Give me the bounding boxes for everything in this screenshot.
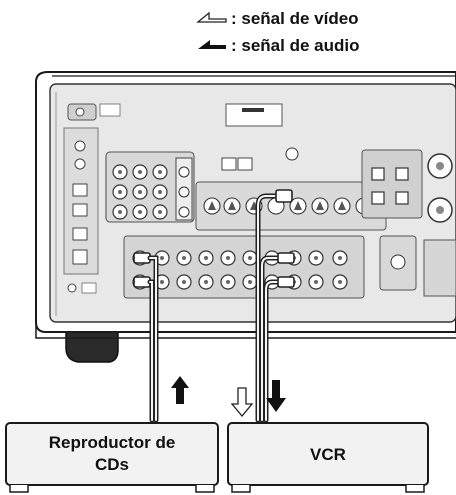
vcr-audio-cable xyxy=(259,252,295,423)
vcr-label: VCR xyxy=(310,445,346,464)
cd-player-label-line2: CDs xyxy=(95,455,129,474)
outline-arrow-icon xyxy=(196,11,227,23)
cd-audio-cable xyxy=(133,252,159,423)
vcr-audio-arrow-icon xyxy=(266,380,286,412)
filled-arrow-icon xyxy=(198,40,226,49)
vcr-device: VCR xyxy=(227,422,429,493)
receiver-back-panel xyxy=(35,71,456,363)
video-signal-legend: : señal de vídeo xyxy=(231,9,359,28)
vcr-video-cable xyxy=(255,189,293,423)
vcr-video-arrow-icon xyxy=(230,387,254,418)
cd-audio-arrow-icon xyxy=(171,376,189,404)
audio-signal-legend: : señal de audio xyxy=(231,36,359,55)
cd-player-device: Reproductor de CDs xyxy=(5,422,219,493)
cd-player-label-line1: Reproductor de xyxy=(49,433,176,452)
legend: : señal de vídeo : señal de audio xyxy=(196,9,359,55)
